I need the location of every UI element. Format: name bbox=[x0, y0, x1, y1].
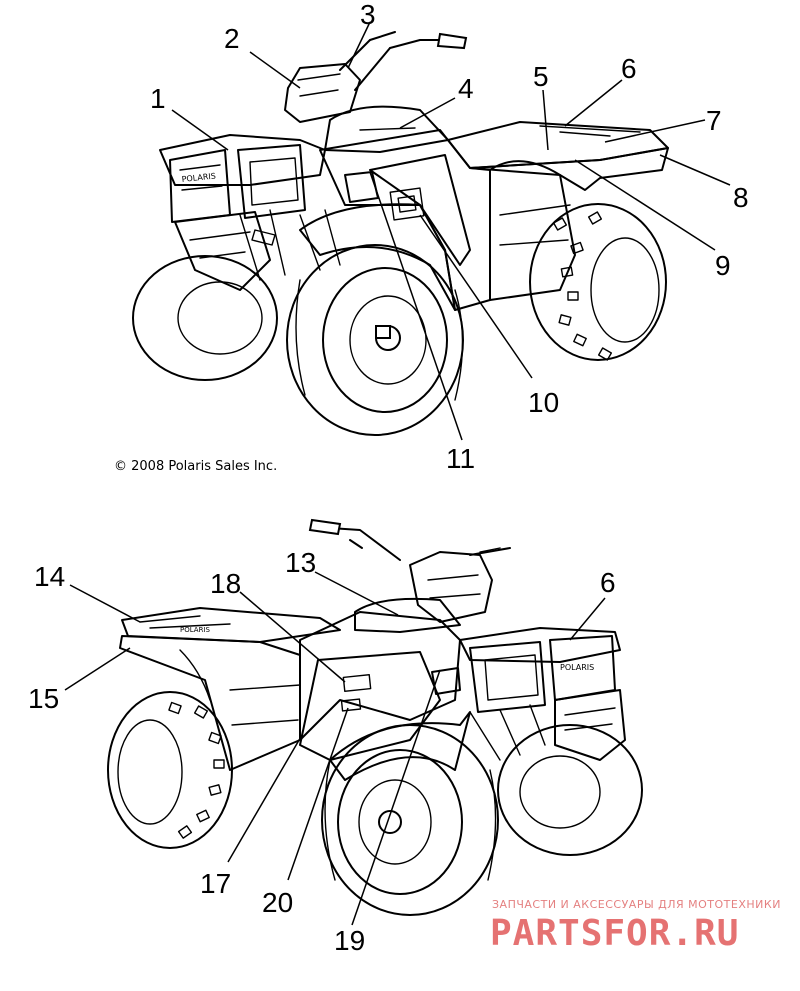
watermark-brand: PARTSFOR.RU bbox=[490, 913, 739, 954]
callout-17: 17 bbox=[200, 868, 231, 899]
callout-4: 4 bbox=[458, 73, 474, 104]
svg-text:POLARIS: POLARIS bbox=[181, 171, 216, 184]
callout-6b: 6 bbox=[600, 567, 616, 598]
atv-top-illustration: POLARIS bbox=[132, 31, 669, 436]
callout-6: 6 bbox=[621, 53, 637, 84]
callout-9: 9 bbox=[715, 250, 731, 281]
svg-text:POLARIS: POLARIS bbox=[560, 663, 594, 672]
callout-15: 15 bbox=[28, 683, 59, 714]
callout-18: 18 bbox=[210, 568, 241, 599]
atv-bottom-illustration: POLARIS POLARIS bbox=[107, 518, 643, 916]
callout-8: 8 bbox=[733, 182, 749, 213]
callout-7: 7 bbox=[706, 105, 722, 136]
callout-2: 2 bbox=[224, 23, 240, 54]
callout-13: 13 bbox=[285, 547, 316, 578]
watermark: ЗАПЧАСТИ И АКСЕССУАРЫ ДЛЯ МОТОТЕХНИКИ PA… bbox=[490, 898, 781, 954]
svg-text:POLARIS: POLARIS bbox=[180, 626, 211, 634]
watermark-tagline: ЗАПЧАСТИ И АКСЕССУАРЫ ДЛЯ МОТОТЕХНИКИ bbox=[492, 898, 781, 911]
leaders-bottom bbox=[64, 571, 606, 926]
callout-10: 10 bbox=[528, 387, 559, 418]
callouts-bottom: 14 18 13 6 15 17 20 19 bbox=[28, 547, 616, 956]
callout-19: 19 bbox=[334, 925, 365, 956]
callout-5: 5 bbox=[533, 61, 549, 92]
callout-14: 14 bbox=[34, 561, 65, 592]
callout-20: 20 bbox=[262, 887, 293, 918]
leaders-top bbox=[171, 21, 731, 441]
callout-11: 11 bbox=[446, 443, 475, 474]
callouts-top: 1 2 3 4 5 6 7 8 9 10 11 bbox=[150, 0, 749, 474]
callout-1: 1 bbox=[150, 83, 166, 114]
copyright-text: © 2008 Polaris Sales Inc. bbox=[114, 459, 277, 474]
callout-3: 3 bbox=[360, 0, 376, 30]
